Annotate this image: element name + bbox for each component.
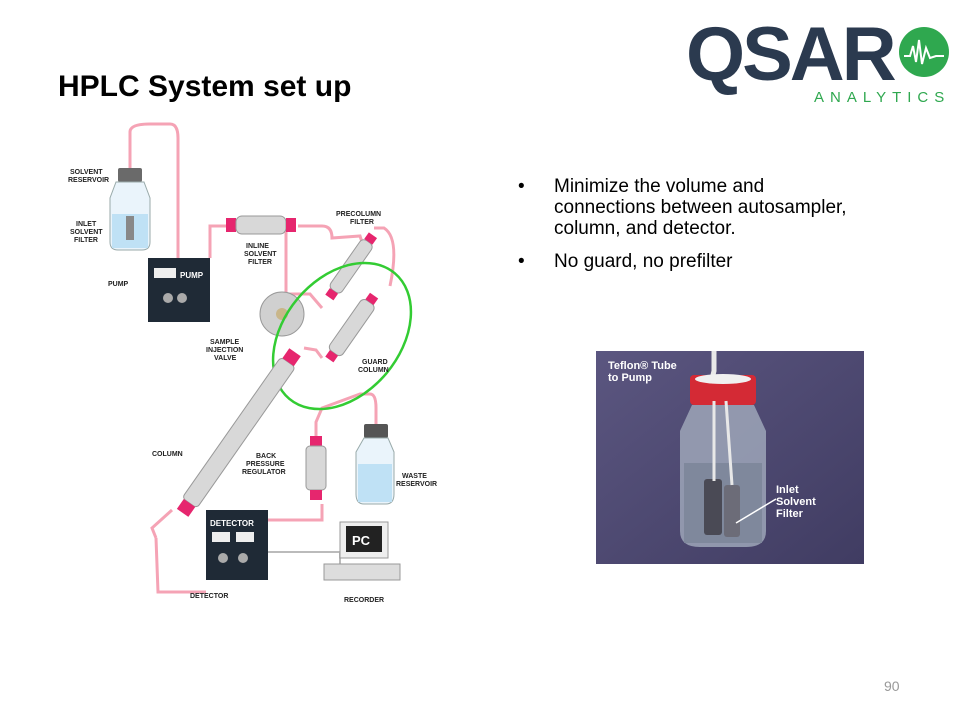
logo-subtitle: ANALYTICS <box>814 89 950 106</box>
column-icon <box>176 348 301 517</box>
pump-icon: PUMP <box>148 258 210 322</box>
inline-filter-icon <box>226 215 296 235</box>
label-pump: PUMP <box>108 281 129 288</box>
pc-label: PC <box>352 533 371 548</box>
waste-reservoir-icon <box>355 424 395 505</box>
bullet-text: Minimize the volume and connections betw… <box>554 176 847 239</box>
back-pressure-regulator-icon <box>305 436 327 500</box>
qsar-logo: QSAR ANALYTICS <box>686 12 950 106</box>
pc-recorder-icon: PC <box>323 521 401 581</box>
logo-letters: QSAR <box>686 12 896 97</box>
detector-panel-label: DETECTOR <box>210 519 254 528</box>
solvent-reservoir-icon <box>109 168 151 251</box>
slide-title: HPLC System set up <box>58 70 352 103</box>
label-detector: DETECTOR <box>190 593 228 600</box>
logo-spectrum-icon <box>904 39 944 65</box>
highlight-ellipse <box>271 261 413 411</box>
bottle-icon <box>680 374 766 547</box>
bullet-item: •Minimize the volume and connections bet… <box>518 176 847 239</box>
label-column: COLUMN <box>152 451 183 458</box>
page-number: 90 <box>884 678 900 694</box>
bullet-item: •No guard, no prefilter <box>518 251 733 272</box>
precolumn-filter-icon <box>325 232 378 301</box>
label-recorder: RECORDER <box>344 597 384 604</box>
detector-icon: DETECTOR <box>206 510 268 580</box>
pump-panel-label: PUMP <box>180 271 204 280</box>
bullet-text: No guard, no prefilter <box>554 251 733 272</box>
hplc-diagram: PUMP <box>68 122 437 604</box>
guard-column-icon <box>325 292 379 363</box>
bullet-list: •Minimize the volume and connections bet… <box>518 176 848 284</box>
